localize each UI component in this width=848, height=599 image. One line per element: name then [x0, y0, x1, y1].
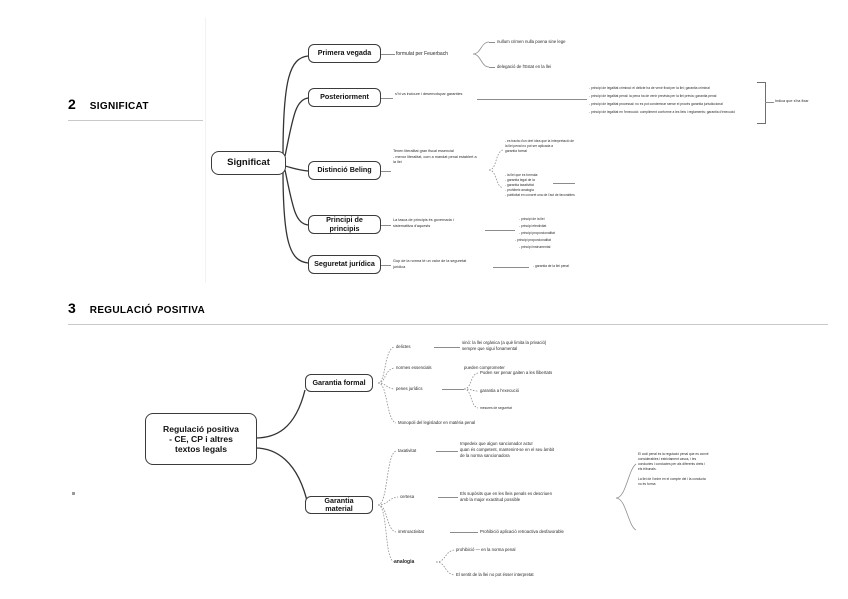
note-principi-de-principis: La tasca de principis és governada i sis… [393, 218, 454, 228]
leaf-material-3-label: irretroactivitat [398, 529, 424, 534]
mindmap-significat: Significat Primera vegada formulat per F… [205, 18, 848, 283]
margin-mark [72, 492, 75, 495]
leaf-formal-2-label: normes essencials [396, 365, 432, 370]
leaf-posteriorment-1: - principi de legalitat criminal: el del… [589, 86, 710, 90]
leaf-primera-1: nullum crimen nulla poena sine lege [497, 39, 566, 44]
connector-posteriorment-leaves [477, 99, 587, 100]
branch-node-garantia-formal[interactable]: Garantia formal [305, 374, 373, 392]
branch-node-distincio-beling[interactable]: Distinció Beling [308, 161, 381, 180]
connector-beling-sub [553, 183, 575, 184]
leaf-principis-1: - principi de la llei [519, 217, 545, 221]
leaf-material-3-note: Prohibició aplicació retroactiva desfavo… [480, 529, 564, 534]
section-heading-3: 3 Regulació positiva [68, 300, 205, 316]
leaf-posteriorment-2: - principi de legalitat penal: la pena h… [589, 94, 717, 98]
connector-principis-note [381, 225, 391, 226]
leaf-material-2-label: certesa [400, 494, 415, 499]
leaf-material-1-label: taxativitat [398, 448, 417, 453]
branch-node-principi-de-principis[interactable]: Principi de principis [308, 215, 381, 234]
twig-line-primera-1 [489, 42, 495, 43]
leaf-formal-3-sub-1: Poden ser penar gaiten a les llibertats [480, 370, 553, 375]
section-number: 3 [68, 300, 76, 316]
root-node-regulacio-positiva[interactable]: Regulació positiva - CE, CP i altres tex… [145, 413, 257, 465]
leaf-formal-1-note: sinó: la llei orgànica (a què limita la … [462, 340, 547, 352]
root-node-label: Regulació positiva - CE, CP i altres tex… [163, 423, 239, 455]
leaf-material-1-note: Impedeix que algun sancionador actuï qua… [460, 441, 555, 459]
leaf-principis-2: - principi efectivitat [519, 224, 547, 228]
connector-seguretat-note [381, 265, 391, 266]
leaf-principis-4: - principi proporcionalitat [515, 238, 551, 242]
branch-node-garantia-material[interactable]: Garantia material [305, 496, 373, 514]
section-rule-3 [68, 324, 828, 325]
note-distincio-beling: Tenen literalitat gran fiscal essencial … [393, 149, 477, 165]
connector-formal-3 [442, 389, 464, 390]
connector-seguretat-leaf [493, 267, 529, 268]
connector-material-3 [450, 532, 478, 534]
root-node-significat[interactable]: Significat [211, 151, 286, 175]
connector-material-2 [438, 497, 458, 498]
leaf-material-4-sub-1: prohibició — en la norma penal [456, 547, 516, 552]
leaf-material-2-side-note: El codi penal és la regulació penal que … [638, 452, 709, 486]
section-title: Significat [89, 96, 149, 112]
leaf-primera-2: delegació de l'Estat en la llei [497, 64, 552, 69]
connector-beling-note [381, 171, 391, 172]
note-posteriorment: s'hi va incloure i desenvolupar garantie… [395, 92, 463, 96]
section-heading-2: 2 Significat [68, 96, 149, 112]
leaf-formal-1-label: delictes [396, 344, 411, 349]
leaf-formal-2-note: pueden comprometer [464, 365, 505, 370]
note-primera-vegada: formulat per Feuerbach [396, 51, 448, 57]
leaf-material-4-sub-2: El sentit de la llei no pot ésser interp… [456, 572, 534, 577]
mindmap-regulacio-positiva: Regulació positiva - CE, CP i altres tex… [60, 330, 848, 592]
leaf-principis-3: - principi proporcionalitat [519, 231, 555, 235]
leaf-beling-1: - es tracta d'un dret idea que la interp… [505, 139, 574, 153]
bracket-posteriorment [757, 82, 766, 124]
leaf-posteriorment-3: - principi de legalitat processal: no es… [589, 102, 723, 106]
leaf-principis-5: - principi instrumental [519, 245, 551, 249]
twig-line-primera-2 [489, 67, 495, 68]
connector-material-1 [436, 451, 458, 452]
leaf-formal-4-label: Monopoli del legislador en matèria penal [398, 420, 476, 425]
branch-node-primera-vegada[interactable]: Primera vegada [308, 44, 381, 63]
bracket-stem-posteriorment [765, 102, 774, 103]
leaf-material-2-note: Els supòsits que en les lleis penals es … [460, 491, 552, 503]
leaf-beling-2: - la llei que es formula: - garantia leg… [505, 173, 575, 197]
branch-node-posteriorment[interactable]: Posteriorment [308, 88, 381, 107]
note-seguretat-juridica: Gup de la norma té un valor de la segure… [393, 259, 467, 269]
branch-node-seguretat-juridica[interactable]: Seguretat jurídica [308, 255, 381, 274]
leaf-formal-3-sub-3: mesures de seguretat [480, 406, 512, 410]
panel-left-edge [205, 18, 206, 283]
connector-posteriorment-note [381, 98, 393, 99]
connector-formal-1 [434, 347, 460, 348]
connector-principis-leaves [485, 230, 515, 231]
leaf-material-4-label: analogia [394, 559, 415, 565]
leaf-seguretat-1: - garantia de la llei penal [533, 264, 569, 268]
section-title: Regulació positiva [89, 300, 206, 316]
leaf-formal-3-sub-2: garantia a l'execució [480, 388, 520, 393]
leaf-formal-3-label: penes jurídics [396, 386, 423, 391]
bracket-note-posteriorment: Indica que s'ha fixar [775, 99, 809, 103]
section-rule-2 [68, 120, 203, 121]
section-number: 2 [68, 96, 76, 112]
connector-primera-note [381, 54, 395, 55]
leaf-posteriorment-4: - principi de legalitat en l'execució: c… [589, 110, 736, 114]
